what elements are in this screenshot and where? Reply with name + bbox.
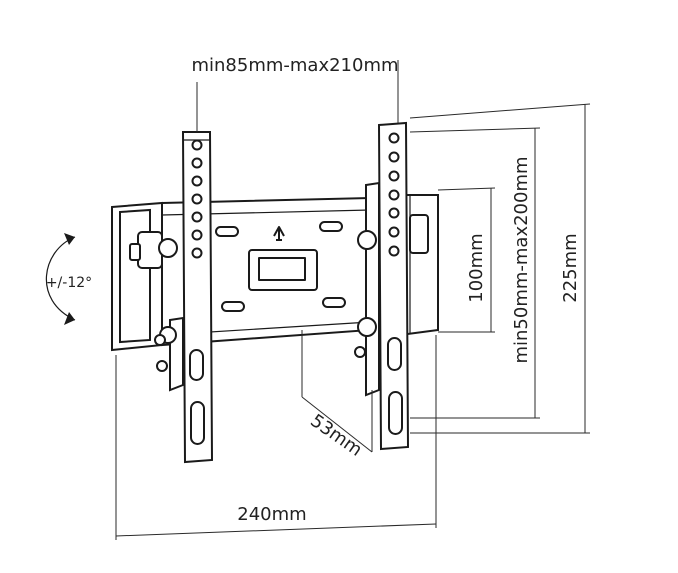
mount-height-label: min50mm-max200mm <box>511 156 532 363</box>
total-width-label: 240mm <box>237 504 306 525</box>
dimension-total-height <box>409 103 591 434</box>
dimension-mount-height <box>409 127 541 419</box>
mount-width-label: min85mm-max210mm <box>191 55 398 76</box>
right-vertical-arm <box>354 121 429 451</box>
left-vertical-arm <box>154 131 214 464</box>
dimension-mount-width <box>196 60 399 132</box>
wall-plate-slots <box>215 221 346 312</box>
dimension-depth <box>301 330 373 453</box>
dimension-total-width <box>115 335 437 540</box>
wall-plate <box>111 194 439 352</box>
depth-label: 53mm <box>306 410 366 460</box>
hole-spacing-label: 100mm <box>466 233 487 302</box>
tilt-knob <box>129 231 178 269</box>
tilt-arrow-icon <box>45 233 76 325</box>
tilt-label: +/-12° <box>46 275 92 291</box>
dimension-hole-spacing <box>437 187 496 333</box>
up-arrow-icon <box>273 226 285 241</box>
total-height-label: 225mm <box>560 233 581 302</box>
